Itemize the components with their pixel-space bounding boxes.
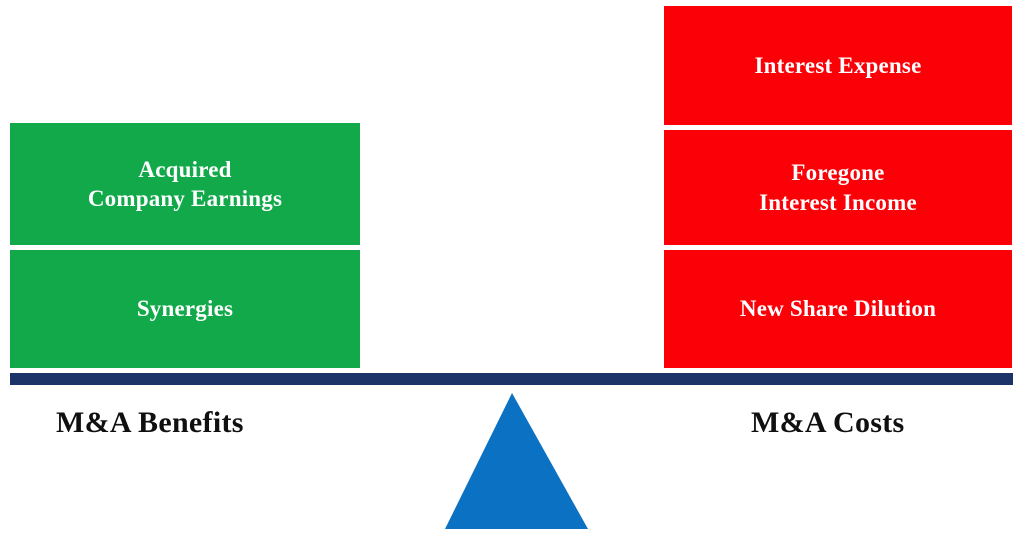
- benefit-box-label: Acquired Company Earnings: [87, 156, 283, 211]
- fulcrum-triangle-icon: [445, 393, 588, 529]
- cost-box-foregone-interest-income: Foregone Interest Income: [664, 130, 1012, 245]
- right-pan-caption: M&A Costs: [751, 406, 905, 439]
- balance-beam: [10, 373, 1013, 385]
- benefit-box-label: Synergies: [136, 296, 234, 322]
- cost-box-interest-expense: Interest Expense: [664, 6, 1012, 125]
- left-pan-caption: M&A Benefits: [56, 406, 244, 439]
- cost-box-label: Foregone Interest Income: [759, 160, 917, 215]
- cost-box-label: New Share Dilution: [739, 296, 937, 322]
- cost-box-new-share-dilution: New Share Dilution: [664, 250, 1012, 368]
- cost-box-label: Interest Expense: [754, 52, 922, 78]
- benefit-box-synergies: Synergies: [10, 250, 360, 368]
- benefit-box-acquired-company-earnings: Acquired Company Earnings: [10, 123, 360, 245]
